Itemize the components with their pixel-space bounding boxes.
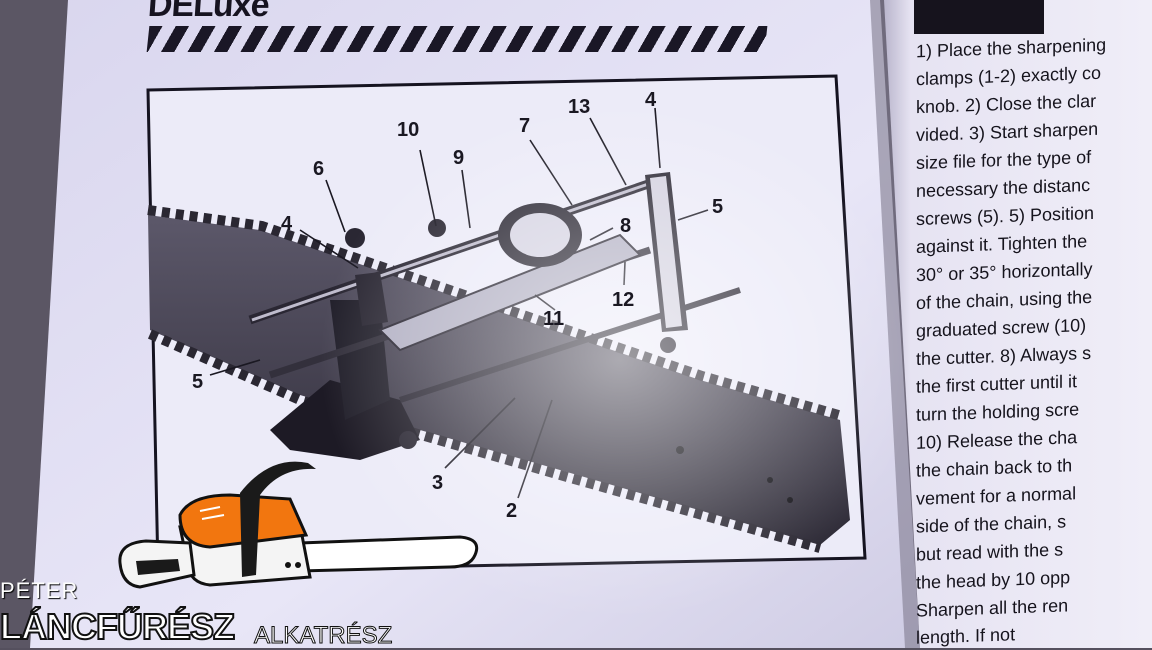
instruction-line: clamps (1-2) exactly co bbox=[916, 62, 1102, 90]
instruction-line: of the chain, using the bbox=[916, 286, 1093, 314]
callout-4-right: 4 bbox=[645, 89, 657, 111]
callout-9: 9 bbox=[453, 147, 465, 169]
callout-5-left: 5 bbox=[192, 371, 204, 393]
callout-3: 3 bbox=[432, 472, 444, 494]
instruction-line: necessary the distanc bbox=[916, 174, 1091, 202]
callout-10: 10 bbox=[397, 119, 420, 141]
callout-4-left: 4 bbox=[281, 213, 293, 235]
right-page bbox=[884, 0, 1152, 648]
watermark-name: PÉTER bbox=[0, 578, 79, 603]
instruction-line: vement for a normal bbox=[916, 483, 1077, 509]
watermark-brand: LÁNCFŰRÉSZ bbox=[0, 605, 236, 648]
instruction-line: the first cutter until it bbox=[916, 371, 1078, 397]
instruction-line: the chain back to th bbox=[916, 455, 1073, 481]
instruction-line: screws (5). 5) Position bbox=[916, 202, 1095, 230]
callout-11: 11 bbox=[543, 308, 565, 330]
instructions-page: 1) Place the sharpening clamps (1-2) exa… bbox=[878, 0, 1152, 648]
hazard-stripe-divider bbox=[146, 26, 768, 52]
callout-12: 12 bbox=[612, 289, 635, 311]
watermark-subtitle: ALKATRÉSZ bbox=[253, 622, 393, 650]
instruction-line: graduated screw (10) bbox=[916, 315, 1087, 341]
callout-5-right: 5 bbox=[712, 196, 724, 218]
instruction-line: but read with the s bbox=[916, 539, 1064, 565]
callout-13: 13 bbox=[568, 96, 591, 118]
instruction-line: vided. 3) Start sharpen bbox=[916, 118, 1099, 146]
callout-7: 7 bbox=[519, 115, 531, 137]
instruction-line: Sharpen all the ren bbox=[916, 595, 1069, 621]
callout-2: 2 bbox=[506, 500, 518, 522]
callout-8: 8 bbox=[620, 215, 632, 237]
chainsaw-icon bbox=[118, 461, 479, 589]
instruction-line: knob. 2) Close the clar bbox=[916, 90, 1097, 118]
section-tab bbox=[914, 0, 1044, 34]
instruction-line: 30° or 35° horizontally bbox=[916, 258, 1093, 286]
instruction-line: side of the chain, s bbox=[916, 511, 1067, 537]
instruction-line: the cutter. 8) Always s bbox=[916, 342, 1092, 370]
instruction-line: 1) Place the sharpening bbox=[916, 34, 1107, 62]
instruction-line: length. If not bbox=[916, 624, 1016, 648]
instruction-line: against it. Tighten the bbox=[916, 231, 1088, 257]
instruction-line: turn the holding scre bbox=[916, 399, 1080, 425]
instruction-line: the head by 10 opp bbox=[916, 567, 1071, 593]
callout-6: 6 bbox=[313, 158, 325, 180]
manual-header-title: DELuxe bbox=[146, 0, 270, 24]
instruction-line: 10) Release the cha bbox=[916, 427, 1078, 453]
instruction-line: size file for the type of bbox=[916, 146, 1092, 174]
